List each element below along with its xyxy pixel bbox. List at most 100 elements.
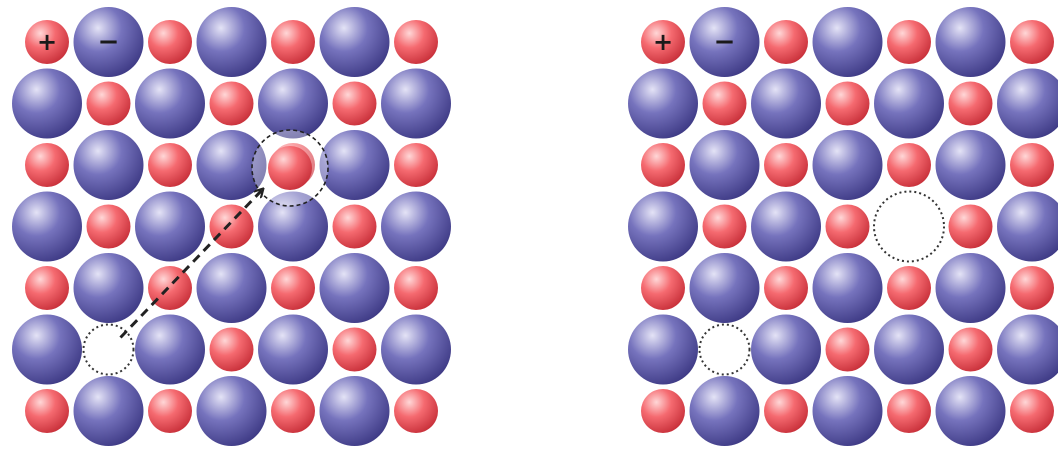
cation-ion: [702, 81, 747, 126]
anion-sign-label: −: [98, 27, 120, 57]
cation-ion: [332, 204, 377, 249]
anion-ion: [196, 376, 267, 446]
anion-ion: [381, 191, 451, 262]
cation-ion: [1010, 20, 1054, 64]
cation-ion: [764, 389, 808, 433]
cation-ion: [25, 143, 69, 187]
anion-ion: [319, 253, 390, 323]
anion-ion: [997, 68, 1058, 139]
anion-ion: [12, 68, 82, 139]
cation-ion: [86, 204, 131, 249]
anion-ion: [751, 314, 821, 385]
anion-ion: [73, 130, 144, 200]
migration-arrow: [119, 190, 263, 339]
cation-ion: [394, 20, 438, 64]
cation-ion: [1010, 266, 1054, 310]
anion-ion: [135, 314, 205, 385]
anion-ion: [73, 253, 144, 323]
anion-ion: [751, 68, 821, 139]
anion-ion: [935, 7, 1006, 77]
cation-ion: [764, 20, 808, 64]
anion-ion: [12, 314, 82, 385]
anion-ion: [751, 191, 821, 262]
anion-ion: [196, 7, 267, 77]
anion-ion: [381, 314, 451, 385]
cation-ion: [25, 266, 69, 310]
anion-ion: [689, 7, 760, 77]
anion-ion: [812, 253, 883, 323]
cation-ion: [148, 143, 192, 187]
anion-ion: [812, 7, 883, 77]
cation-ion: [209, 81, 254, 126]
anion-ion: [935, 376, 1006, 446]
anion-ion: [812, 130, 883, 200]
cation-ion: [948, 204, 993, 249]
anion-ion: [874, 68, 944, 139]
anion-ion: [319, 130, 390, 200]
cation-ion: [394, 266, 438, 310]
cation-ion: [148, 266, 192, 310]
anion-ion: [135, 191, 205, 262]
cation-ion: [1010, 389, 1054, 433]
anion-ion: [12, 191, 82, 262]
anion-ion: [935, 253, 1006, 323]
cation-ion: [148, 389, 192, 433]
anion-ion: [73, 7, 144, 77]
cation-ion: [271, 266, 315, 310]
cation-ion: [887, 389, 931, 433]
cation-ion: [825, 204, 870, 249]
cation-ion: [887, 266, 931, 310]
cation-ion: [825, 327, 870, 372]
cation-ion: [86, 81, 131, 126]
cation-ion: [148, 20, 192, 64]
cation-ion: [764, 143, 808, 187]
cation-ion: [332, 81, 377, 126]
anion-ion: [997, 191, 1058, 262]
cation-ion: [394, 143, 438, 187]
anion-sign-label: −: [714, 27, 736, 57]
anion-ion: [196, 130, 267, 200]
anion-ion: [258, 191, 328, 262]
cation-ion: [209, 204, 254, 249]
cation-sign-label: +: [37, 28, 57, 56]
anion-ion: [689, 253, 760, 323]
panel-after-defect: +−: [628, 7, 1058, 446]
cation-ion: [271, 20, 315, 64]
anion-ion: [812, 376, 883, 446]
anion-ion: [935, 130, 1006, 200]
cation-ion: [394, 389, 438, 433]
cation-ion: [764, 266, 808, 310]
anion-ion: [319, 7, 390, 77]
anion-ion: [319, 376, 390, 446]
cation-ion: [887, 143, 931, 187]
anion-ion: [258, 68, 328, 139]
cation-ion: [825, 81, 870, 126]
cation-ion: [948, 81, 993, 126]
anion-ion: [997, 314, 1058, 385]
anion-ion: [135, 68, 205, 139]
anion-ion: [689, 130, 760, 200]
vacancy-site: [873, 190, 945, 263]
cation-ion: [887, 20, 931, 64]
cation-ion: [641, 143, 685, 187]
cation-ion: [641, 266, 685, 310]
cation-sign-label: +: [653, 28, 673, 56]
anion-ion: [73, 376, 144, 446]
anion-ion: [689, 376, 760, 446]
cation-ion: [25, 20, 69, 64]
cation-ion: [271, 389, 315, 433]
cation-ion: [1010, 143, 1054, 187]
cation-ion: [702, 204, 747, 249]
cation-ion: [641, 389, 685, 433]
interstitial-cation: [268, 146, 312, 190]
panel-before-defect: +−: [12, 7, 451, 446]
anion-ion: [628, 191, 698, 262]
cation-ion: [25, 389, 69, 433]
vacancy-site: [698, 323, 751, 376]
anion-ion: [628, 314, 698, 385]
anion-ion: [196, 253, 267, 323]
cation-ion: [209, 327, 254, 372]
anion-ion: [874, 314, 944, 385]
anion-ion: [381, 68, 451, 139]
